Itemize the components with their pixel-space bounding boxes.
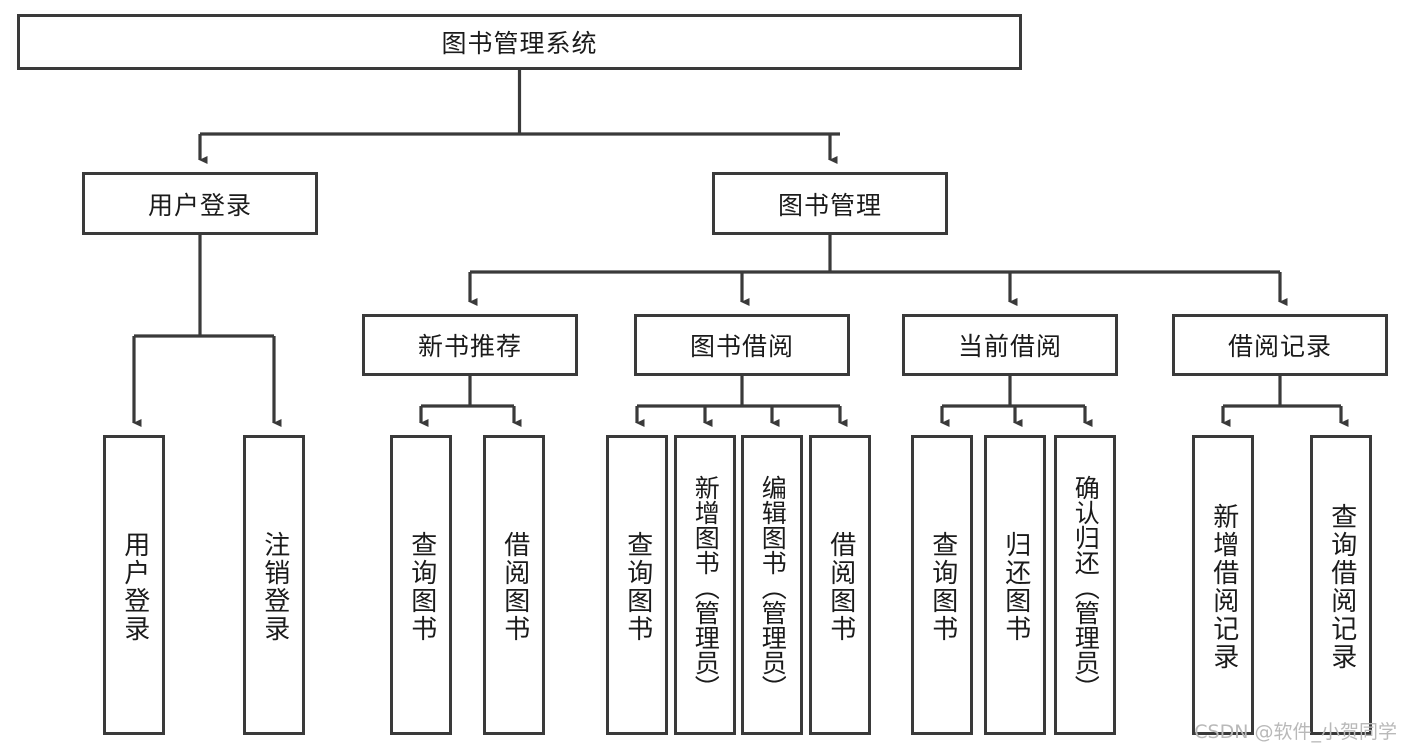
node-borrow-query-book[interactable]: 查询图书 — [606, 435, 668, 735]
node-borrow-edit-book[interactable]: 编辑图书（管理员） — [741, 435, 803, 735]
node-root[interactable]: 图书管理系统 — [17, 14, 1022, 70]
node-recommend-query-book[interactable]: 查询图书 — [390, 435, 452, 735]
node-current-query-book[interactable]: 查询图书 — [911, 435, 973, 735]
node-borrow-records[interactable]: 借阅记录 — [1172, 314, 1388, 376]
node-query-borrow-record[interactable]: 查询借阅记录 — [1310, 435, 1372, 735]
node-current-borrow[interactable]: 当前借阅 — [902, 314, 1118, 376]
node-book-management[interactable]: 图书管理 — [712, 172, 948, 235]
node-recommend-borrow-book[interactable]: 借阅图书 — [483, 435, 545, 735]
node-user-login-leaf[interactable]: 用户登录 — [103, 435, 165, 735]
node-user-login[interactable]: 用户登录 — [82, 172, 318, 235]
node-user-logout-leaf[interactable]: 注销登录 — [243, 435, 305, 735]
node-add-borrow-record[interactable]: 新增借阅记录 — [1192, 435, 1254, 735]
csdn-watermark: CSDN @软件_小贺同学 — [1194, 721, 1397, 743]
node-new-book-recommend[interactable]: 新书推荐 — [362, 314, 578, 376]
node-book-borrow[interactable]: 图书借阅 — [634, 314, 850, 376]
node-current-confirm-return[interactable]: 确认归还（管理员） — [1054, 435, 1116, 735]
node-borrow-add-book[interactable]: 新增图书（管理员） — [674, 435, 736, 735]
node-borrow-borrow-book[interactable]: 借阅图书 — [809, 435, 871, 735]
node-current-return-book[interactable]: 归还图书 — [984, 435, 1046, 735]
